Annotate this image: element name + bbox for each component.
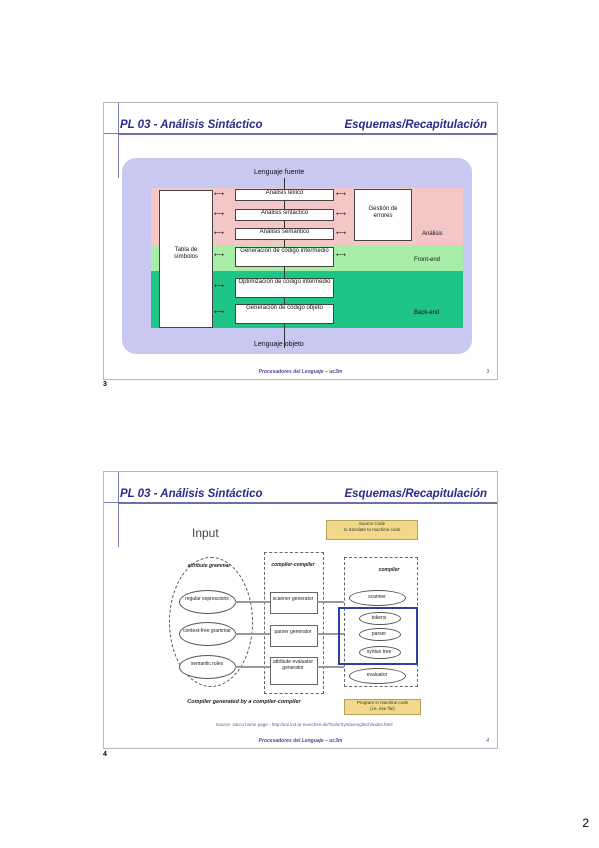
slide-title-left: PL 03 - Análisis Sintáctico <box>120 119 263 131</box>
arrow <box>235 633 270 635</box>
phase-lexical: Análisis léxico <box>235 189 334 201</box>
cf-grammar-label: context-free grammar <box>183 628 231 634</box>
output-label: Lenguaje objeto <box>254 341 304 348</box>
slide-footer: Procesadores del Lenguaje – uc3m <box>258 369 343 375</box>
arrow <box>317 666 347 668</box>
arrow: ⟷ <box>336 211 347 218</box>
parser-ellipse <box>359 628 401 641</box>
arrow <box>235 601 270 603</box>
slide-number: 4 <box>486 738 489 744</box>
syntax-tree-label: syntax tree <box>366 649 392 655</box>
band-label-backend: Back-end <box>414 310 440 316</box>
phase-intermediate-gen: Generación de código intermedio <box>235 247 334 267</box>
phase-syntactic: Análisis sintáctico <box>235 209 334 221</box>
page-number: 2 <box>582 816 589 830</box>
parser-label: parser <box>371 631 387 637</box>
arrow: ⟷ <box>214 191 225 198</box>
input-heading: Input <box>192 526 219 540</box>
phase-semantic: Análisis semántico <box>235 228 334 240</box>
scanner-label: scanner <box>368 594 386 600</box>
arrow: ⟷ <box>214 283 225 290</box>
evaluator-ellipse <box>349 668 406 684</box>
header-rule <box>118 133 497 135</box>
band-label-frontend: Front-end <box>414 257 441 263</box>
arrow <box>317 601 347 603</box>
slide-title-right: Esquemas/Recapitulación <box>344 488 487 500</box>
attr-eval-generator-label: attribute evaluator generator <box>272 659 314 671</box>
scanner-generator-box <box>270 592 318 614</box>
tokens-label: tokens <box>371 615 387 621</box>
evaluator-label: evaluator <box>366 672 388 678</box>
arrow: ⟷ <box>214 309 225 316</box>
slide-4: PL 03 - Análisis Sintáctico Esquemas/Rec… <box>103 471 498 749</box>
regex-label: regular expressions <box>185 596 229 602</box>
scanner-ellipse <box>349 590 406 606</box>
input-label: Lenguaje fuente <box>254 169 305 176</box>
parser-generator-box <box>270 625 318 647</box>
machine-code-box: Program in machine code (i.e. exe file) <box>344 699 421 715</box>
attribute-grammar-label: attribute grammar <box>187 563 231 569</box>
arrow: ⟷ <box>214 230 225 237</box>
arrow <box>317 633 347 635</box>
diagram-caption: Compiler generated by a compiler-compile… <box>187 699 301 705</box>
slide-3: PL 03 - Análisis Sintáctico Esquemas/Rec… <box>103 102 498 380</box>
arrow: ⟷ <box>214 252 225 259</box>
slide-label-4: 4 <box>103 751 107 758</box>
compiler-compiler-label: compiler-compiler <box>271 562 315 568</box>
arrow: ⟷ <box>336 230 347 237</box>
compiler-label: compiler <box>378 567 400 573</box>
semantic-rules-label: semantic rules <box>190 661 224 667</box>
header-vertical-line <box>118 103 119 178</box>
cf-grammar-ellipse <box>179 622 236 646</box>
arrow: ⟷ <box>214 211 225 218</box>
slide-footer: Procesadores del Lenguaje – uc3m <box>258 738 343 744</box>
arrow <box>235 666 270 668</box>
slide-number: 3 <box>486 369 489 375</box>
phase-object-gen: Generación de código objeto <box>235 304 334 324</box>
highlight-box <box>338 607 418 665</box>
source-code-box: Source Code to translate to machine code <box>326 520 418 540</box>
scanner-generator-label: scanner generator <box>272 596 314 602</box>
header-vertical-line <box>118 472 119 547</box>
arrow: ⟷ <box>336 252 347 259</box>
symbol-table-label: Tabla de símbolos <box>173 247 198 260</box>
syntax-tree-ellipse <box>359 646 401 659</box>
source-credit: Source: Jacco home page - http://in2.in3… <box>215 722 393 727</box>
arrow: ⟷ <box>336 191 347 198</box>
regex-ellipse <box>179 590 236 614</box>
attr-eval-generator-box <box>270 657 318 685</box>
semantic-rules-ellipse <box>179 655 236 679</box>
band-label-analysis: Análisis <box>422 231 443 237</box>
parser-generator-label: parser generator <box>274 629 312 635</box>
symbol-table-box: Tabla de símbolos <box>159 190 213 328</box>
error-mgmt-box: Gestión de errores <box>354 189 412 241</box>
slide-title-left: PL 03 - Análisis Sintáctico <box>120 488 263 500</box>
header-rule <box>118 502 497 504</box>
slide-title-right: Esquemas/Recapitulación <box>344 119 487 131</box>
slide-label-3: 3 <box>103 381 107 388</box>
phase-optimization: Optimización de código intermedio <box>235 278 334 298</box>
tokens-ellipse <box>359 612 401 625</box>
